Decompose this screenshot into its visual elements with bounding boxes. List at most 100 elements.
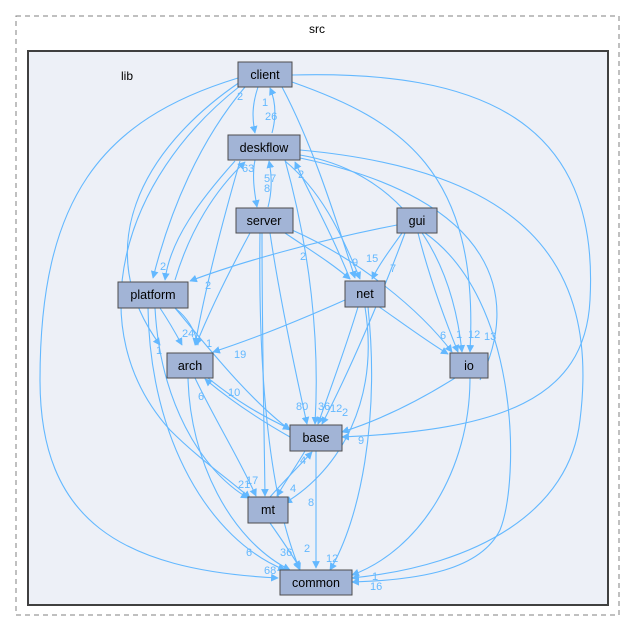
- edge-io-base: [341, 377, 456, 434]
- node-arch[interactable]: arch: [166, 352, 214, 379]
- edge-deskflow-mt: [299, 157, 498, 381]
- edge-gui-base: [321, 232, 406, 425]
- edge-label: 12: [330, 403, 342, 415]
- edge-platform-arch: [159, 307, 183, 346]
- node-mt[interactable]: mt: [247, 496, 289, 524]
- edge-label: 68: [264, 565, 276, 577]
- edge-client-io: [291, 81, 475, 353]
- edge-label: 80: [296, 401, 308, 413]
- node-platform-label: platform: [130, 288, 175, 302]
- edge-label: 2: [160, 261, 166, 273]
- edge-label: 8: [264, 183, 270, 195]
- edge-label: 7: [390, 263, 396, 275]
- node-mt-label: mt: [261, 503, 275, 517]
- edge-platform-arch-2: [174, 307, 201, 346]
- edge-label: 1: [206, 338, 212, 350]
- edge-gui-platform: [189, 224, 398, 283]
- node-platform[interactable]: platform: [117, 281, 189, 309]
- edge-client-common: [39, 77, 279, 582]
- edge-label: 6: [246, 547, 252, 559]
- edge-label: 9: [358, 435, 364, 447]
- edge-label: 2: [205, 280, 211, 292]
- edge-label: 2: [300, 251, 306, 263]
- edge-label: 4: [290, 483, 296, 495]
- edge-label: 9: [352, 257, 358, 269]
- edge-platform-deskflow: [174, 161, 246, 281]
- edge-platform-mt: [154, 307, 249, 499]
- edge-server-deskflow: [266, 160, 275, 208]
- edge-deskflow-common: [299, 149, 584, 582]
- node-arch-label: arch: [178, 359, 202, 373]
- edge-label: 12: [326, 553, 338, 565]
- node-common[interactable]: common: [279, 569, 353, 596]
- edge-label: 63: [242, 163, 254, 175]
- cluster-src-label: src: [309, 22, 325, 36]
- edge-label: 2: [304, 543, 310, 555]
- edge-gui-io: [417, 232, 459, 353]
- edge-label: 2: [237, 91, 243, 103]
- edge-client-platform: [150, 86, 246, 279]
- edge-platform-base: [174, 307, 291, 431]
- edge-base-arch: [204, 378, 291, 438]
- edge-label: 36: [318, 401, 330, 413]
- edge-client-mt: [120, 85, 251, 499]
- node-io-label: io: [464, 359, 474, 373]
- edge-client-net: [281, 86, 357, 279]
- edge-net-arch: [212, 299, 346, 354]
- edge-mt-base: [269, 451, 313, 498]
- edge-io-common: [351, 377, 471, 577]
- node-server[interactable]: server: [235, 207, 294, 234]
- edge-label: 16: [370, 581, 382, 593]
- edge-client-base: [291, 74, 592, 441]
- edge-platform-common: [147, 307, 286, 571]
- edge-label: 1: [372, 571, 378, 583]
- edge-label: 1: [456, 329, 462, 341]
- edge-arch-base: [207, 377, 291, 430]
- edge-net-io: [377, 305, 449, 355]
- edges: [39, 74, 592, 586]
- edge-label: 19: [234, 349, 246, 361]
- node-net[interactable]: net: [344, 280, 386, 308]
- edge-server-base: [269, 232, 310, 425]
- nodes: client deskflow server gui platform net …: [117, 61, 489, 596]
- node-server-label: server: [247, 214, 282, 228]
- edge-deskflow-platform: [162, 160, 236, 281]
- edge-label: 57: [264, 173, 276, 185]
- edge-gui-common: [351, 232, 512, 586]
- node-gui[interactable]: gui: [396, 207, 438, 234]
- edge-deskflow-server: [252, 159, 260, 208]
- node-client-label: client: [250, 68, 280, 82]
- edge-mt-common: [269, 522, 301, 569]
- edge-label: 2: [342, 407, 348, 419]
- edge-deskflow-arch: [192, 160, 241, 346]
- edge-label: 1: [156, 345, 162, 357]
- edge-label: 13: [484, 331, 496, 343]
- node-base[interactable]: base: [289, 424, 343, 452]
- node-deskflow-label: deskflow: [240, 141, 290, 155]
- edge-server-common: [259, 232, 301, 571]
- edge-label: 24: [182, 328, 194, 340]
- edge-label: 2: [298, 169, 304, 181]
- edge-label: 6: [440, 330, 446, 342]
- node-client[interactable]: client: [237, 61, 293, 88]
- node-deskflow[interactable]: deskflow: [227, 134, 301, 161]
- edge-label: 15: [366, 253, 378, 265]
- edge-client-deskflow: [249, 86, 259, 134]
- edge-net-common: [329, 306, 373, 571]
- edge-label: 26: [265, 111, 277, 123]
- edge-label: 21: [238, 479, 250, 491]
- node-gui-label: gui: [409, 214, 426, 228]
- edge-label: 36: [280, 547, 292, 559]
- cluster-lib-label: lib: [121, 69, 133, 83]
- node-common-label: common: [292, 576, 340, 590]
- edge-gui-net: [371, 232, 403, 280]
- edge-arch-mt: [194, 377, 257, 497]
- edge-server-platform: [194, 232, 251, 346]
- edge-net-mt: [284, 306, 369, 504]
- node-io[interactable]: io: [449, 352, 489, 379]
- edge-arch-common: [187, 377, 291, 571]
- edge-net-base: [316, 306, 359, 425]
- edge-deskflow-base: [284, 159, 320, 425]
